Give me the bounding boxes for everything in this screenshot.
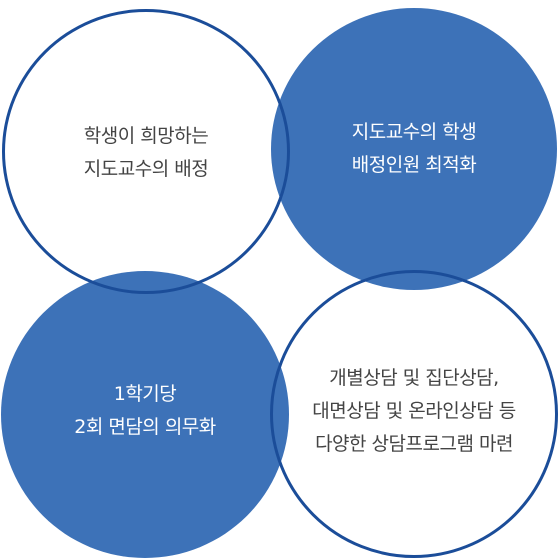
label-line: 다양한 상담프로그램 마련 (315, 433, 513, 455)
circle-counseling-programs: 개별상담 및 집단상담, 대면상담 및 온라인상담 등 다양한 상담프로그램 마… (270, 270, 558, 558)
circle-label: 지도교수의 학생 배정인원 최적화 (351, 116, 477, 182)
label-line: 2회 면담의 의무화 (74, 415, 216, 438)
label-line: 지도교수의 배정 (83, 157, 209, 180)
label-line: 배정인원 최적화 (351, 154, 477, 176)
circle-advisor-assignment: 학생이 희망하는 지도교수의 배정 (2, 9, 290, 294)
circle-label: 1학기당 2회 면담의 의무화 (74, 378, 216, 444)
label-line: 1학기당 (113, 382, 177, 405)
label-line: 학생이 희망하는 (83, 124, 209, 147)
circle-mandatory-meetings: 1학기당 2회 면담의 의무화 (1, 271, 289, 558)
circle-student-allocation: 지도교수의 학생 배정인원 최적화 (271, 8, 557, 290)
label-line: 대면상담 및 온라인상담 등 (312, 400, 516, 422)
label-line: 개별상담 및 집단상담, (329, 367, 499, 389)
circle-label: 학생이 희망하는 지도교수의 배정 (83, 120, 209, 186)
label-line: 지도교수의 학생 (351, 121, 477, 143)
circle-label: 개별상담 및 집단상담, 대면상담 및 온라인상담 등 다양한 상담프로그램 마… (312, 362, 516, 461)
